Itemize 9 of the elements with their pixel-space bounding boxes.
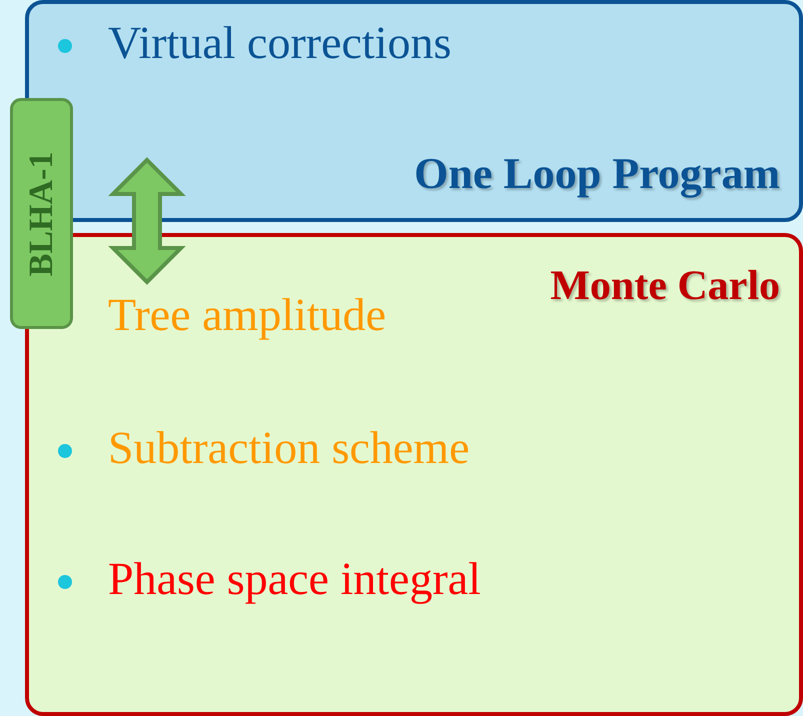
bullet-text: Tree amplitude bbox=[108, 292, 386, 338]
panel-title: Monte Carlo bbox=[550, 265, 780, 307]
panel-title: One Loop Program bbox=[414, 152, 780, 196]
bullet-text: Virtual corrections bbox=[108, 20, 452, 66]
tab-text: BLHA-1 bbox=[24, 151, 58, 276]
bullet-text: Phase space integral bbox=[108, 556, 481, 602]
double-arrow bbox=[108, 157, 186, 285]
tab-label bbox=[10, 98, 73, 329]
bullet-text: Subtraction scheme bbox=[108, 425, 470, 471]
